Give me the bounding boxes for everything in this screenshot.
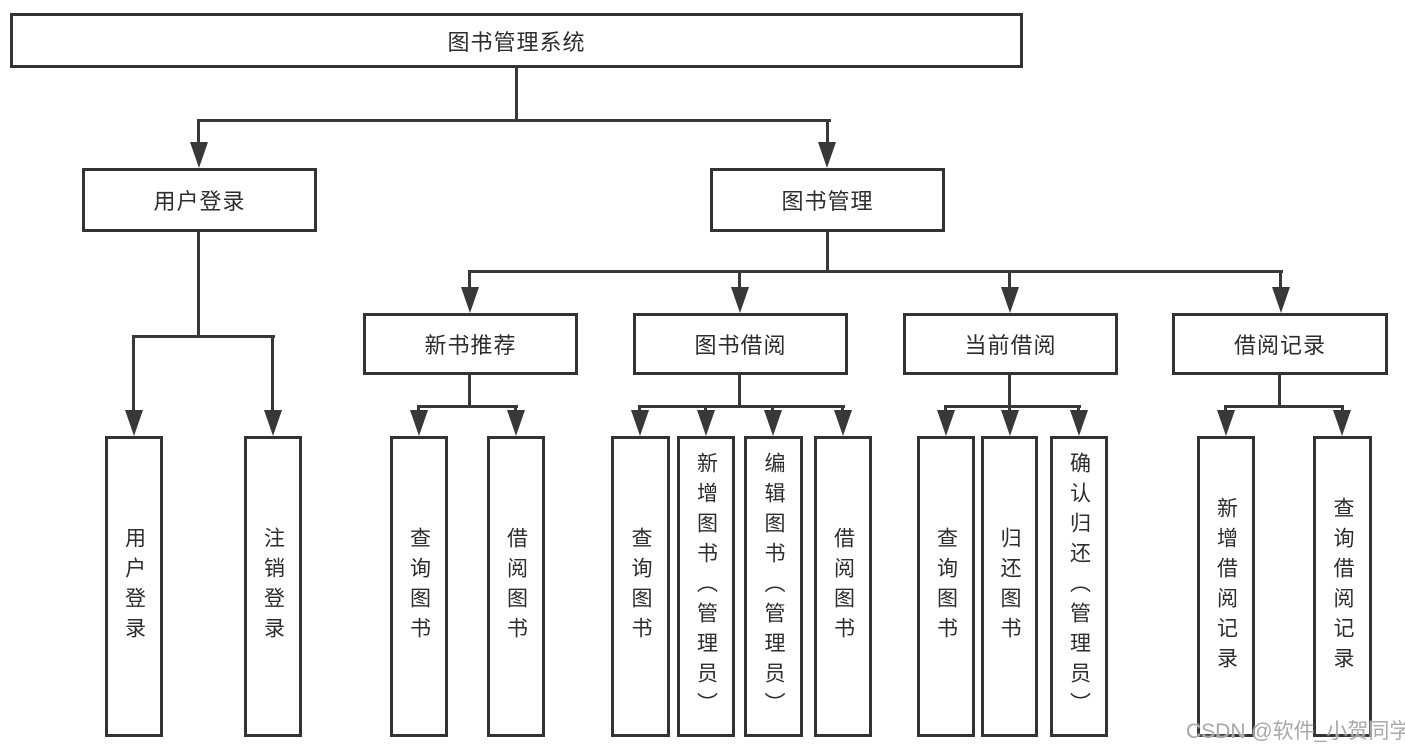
node-label: 图书管理: [781, 189, 874, 214]
arrow-down-icon: [631, 410, 649, 436]
watermark-csdn: CSDN @软件_小贺同学: [1186, 720, 1405, 743]
arrow-down-icon: [818, 142, 836, 168]
node-label: 新增借阅记录: [1214, 496, 1238, 677]
connector-borrowing-stem: [738, 375, 741, 408]
arrow-down-icon: [264, 410, 282, 436]
node-leaf-add-borrow-record: 新增借阅记录: [1197, 436, 1255, 737]
node-label: 查询图书: [629, 526, 652, 647]
node-label: 借阅记录: [1233, 333, 1326, 358]
connector-bookmgmt-stem: [826, 232, 829, 273]
node-leaf-add-book-admin: 新增图书（管理员）: [677, 436, 735, 737]
arrow-down-icon: [697, 410, 715, 436]
arrow-down-icon: [1001, 410, 1019, 436]
node-label: 图书管理系统: [447, 29, 586, 55]
arrow-down-icon: [125, 410, 143, 436]
connector-bookmgmt-drop-2: [738, 270, 741, 292]
connector-bookmgmt-drop-4: [1279, 270, 1282, 292]
node-user-login: 用户登录: [82, 168, 317, 232]
connector-bookmgmt-bar: [468, 270, 1283, 273]
node-new-book-recommendation: 新书推荐: [363, 313, 578, 375]
arrow-down-icon: [834, 410, 852, 436]
node-label: 查询图书: [934, 526, 958, 647]
node-label: 新书推荐: [424, 333, 517, 358]
node-leaf-query-books-borrowing: 查询图书: [611, 436, 670, 737]
arrow-down-icon: [410, 410, 428, 436]
connector-records-bar: [1224, 405, 1344, 408]
node-label: 注销登录: [261, 526, 285, 647]
arrow-down-icon: [190, 142, 208, 168]
node-leaf-query-borrow-record: 查询借阅记录: [1313, 436, 1372, 737]
node-leaf-query-books-current: 查询图书: [917, 436, 975, 737]
connector-bookmgmt-drop-3: [1008, 270, 1011, 292]
connector-bookmgmt-drop-1: [468, 270, 471, 292]
arrow-down-icon: [1333, 410, 1351, 436]
connector-borrowing-bar: [638, 405, 845, 408]
node-label: 查询借阅记录: [1331, 496, 1354, 677]
node-label: 借阅图书: [504, 526, 528, 647]
node-leaf-borrow-books-recommend: 借阅图书: [487, 436, 545, 737]
node-label: 用户登录: [153, 189, 246, 214]
node-leaf-return-books: 归还图书: [981, 436, 1038, 737]
arrow-down-icon: [461, 287, 479, 313]
node-label: 编辑图书（管理员）: [762, 451, 785, 722]
node-book-borrowing: 图书借阅: [633, 313, 848, 375]
connector-userlogin-stem: [197, 232, 200, 338]
connector-userlogin-drop-1: [132, 335, 135, 415]
arrow-down-icon: [507, 410, 525, 436]
node-leaf-user-login: 用户登录: [105, 436, 163, 737]
arrow-down-icon: [1070, 410, 1088, 436]
arrow-down-icon: [1217, 410, 1235, 436]
node-borrowing-records: 借阅记录: [1172, 313, 1388, 375]
connector-current-bar: [944, 405, 1081, 408]
arrow-down-icon: [764, 410, 782, 436]
node-leaf-logout: 注销登录: [244, 436, 302, 737]
node-label: 确认归还（管理员）: [1067, 451, 1091, 722]
node-leaf-edit-book-admin: 编辑图书（管理员）: [744, 436, 803, 737]
connector-root-bar: [197, 119, 831, 122]
node-label: 图书借阅: [694, 333, 787, 358]
arrow-down-icon: [1272, 287, 1290, 313]
connector-recommend-stem: [468, 375, 471, 408]
arrow-down-icon: [1001, 287, 1019, 313]
node-current-borrowing: 当前借阅: [903, 313, 1118, 375]
node-label: 当前借阅: [964, 333, 1057, 358]
connector-records-stem: [1278, 375, 1281, 408]
node-label: 用户登录: [122, 526, 146, 647]
node-label: 新增图书（管理员）: [694, 451, 718, 722]
connector-userlogin-drop-2: [271, 335, 274, 415]
connector-root-stem: [515, 68, 518, 122]
connector-recommend-bar: [417, 405, 518, 408]
node-leaf-query-books-recommend: 查询图书: [390, 436, 448, 737]
connector-root-drop-right: [826, 119, 829, 147]
node-library-management-system: 图书管理系统: [10, 13, 1023, 68]
node-leaf-confirm-return-admin: 确认归还（管理员）: [1050, 436, 1108, 737]
arrow-down-icon: [731, 287, 749, 313]
node-leaf-borrow-books-borrowing: 借阅图书: [814, 436, 872, 737]
node-label: 归还图书: [998, 526, 1021, 647]
node-book-management: 图书管理: [710, 168, 945, 232]
arrow-down-icon: [937, 410, 955, 436]
node-label: 查询图书: [407, 526, 431, 647]
node-label: 借阅图书: [831, 526, 855, 647]
connector-userlogin-bar: [132, 335, 275, 338]
connector-current-stem: [1008, 375, 1011, 408]
connector-root-drop-left: [197, 119, 200, 147]
